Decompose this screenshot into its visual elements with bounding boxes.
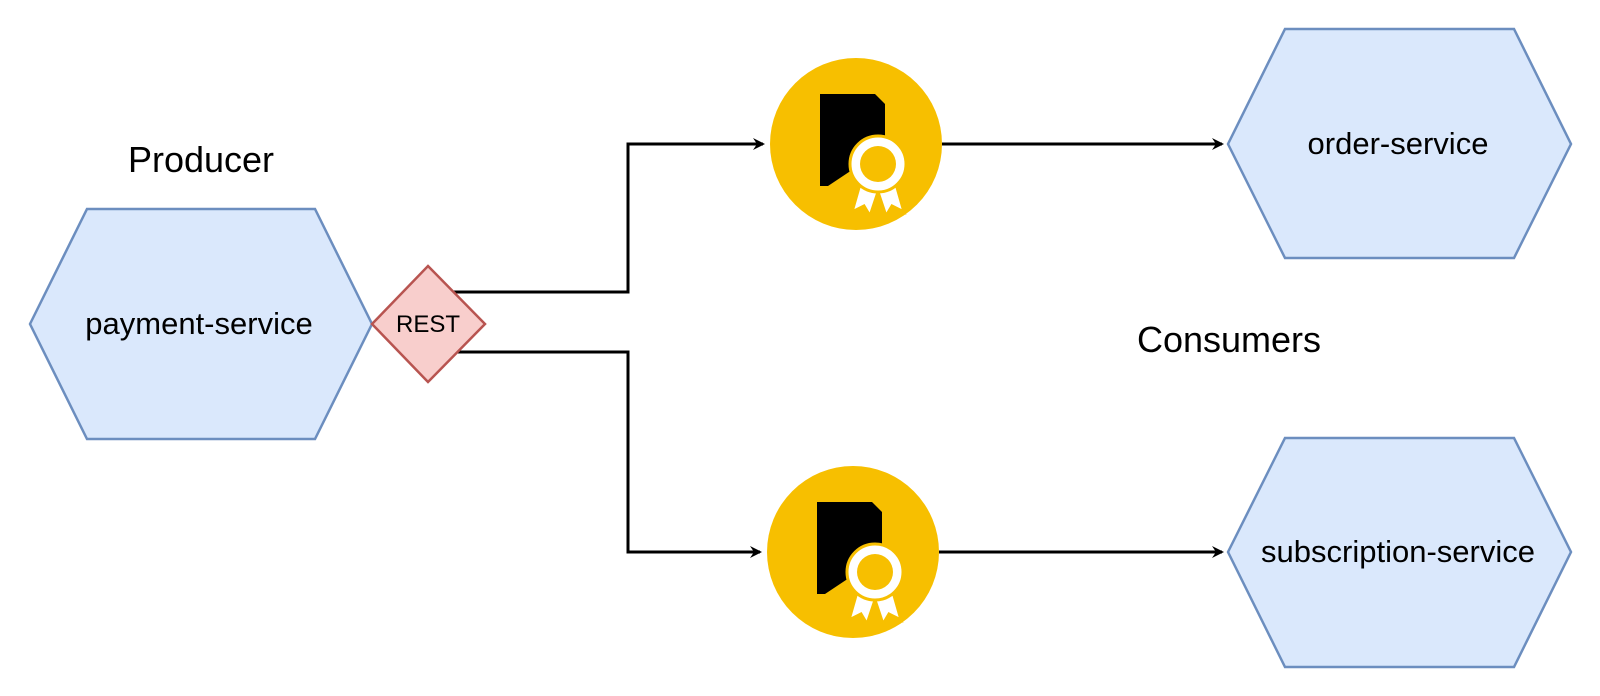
rest-label: REST xyxy=(396,311,460,338)
payment-service-label: payment-service xyxy=(85,306,312,341)
order-service-node[interactable]: order-service xyxy=(1226,27,1573,260)
edge-rest-to-bottom-contract xyxy=(452,350,762,558)
consumers-label: Consumers xyxy=(1137,319,1321,360)
subscription-service-node[interactable]: subscription-service xyxy=(1226,436,1573,669)
payment-service-node[interactable]: payment-service xyxy=(28,207,374,441)
producer-label: Producer xyxy=(128,139,274,180)
edge-rest-to-top-contract xyxy=(452,138,765,294)
contract-icon xyxy=(767,466,939,638)
contract-icon xyxy=(770,58,942,230)
subscription-service-label: subscription-service xyxy=(1261,534,1535,569)
rest-interface[interactable]: REST xyxy=(370,264,487,384)
order-service-label: order-service xyxy=(1308,126,1489,161)
